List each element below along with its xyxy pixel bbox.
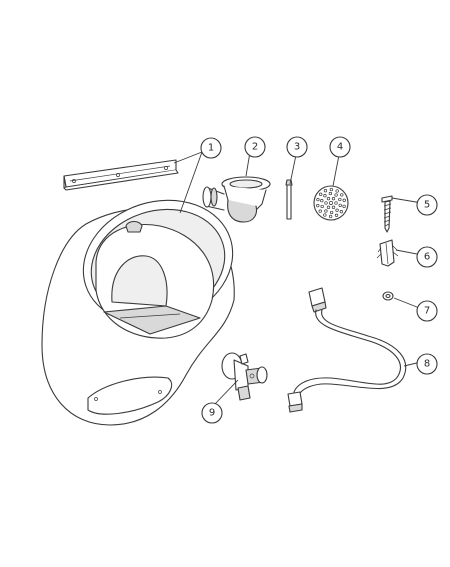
strainer-hole <box>342 204 346 208</box>
wall-plug <box>376 239 399 267</box>
strainer-hole <box>324 201 328 205</box>
callout-label: 1 <box>208 143 214 154</box>
callout-8: 8 <box>416 353 438 375</box>
callout-2: 2 <box>244 136 266 158</box>
callout-label: 7 <box>424 306 430 317</box>
callout-1: 1 <box>200 137 222 159</box>
strainer-hole <box>328 191 333 196</box>
strainer-hole <box>335 189 339 193</box>
strainer-hole <box>331 205 336 209</box>
strainer-hole <box>334 213 339 217</box>
leader-line-4 <box>332 154 340 187</box>
callout-9: 9 <box>201 402 223 424</box>
washer <box>382 291 394 301</box>
strainer-hole <box>323 213 327 217</box>
strainer <box>313 185 349 221</box>
callout-label: 3 <box>294 142 300 153</box>
angle-valve <box>221 352 268 401</box>
screw <box>381 195 393 233</box>
strainer-hole <box>334 193 338 197</box>
strainer-hole <box>323 189 328 193</box>
mounting-bracket <box>63 159 179 191</box>
callout-3: 3 <box>286 136 308 158</box>
strainer-hole <box>326 205 331 209</box>
strainer-hole <box>338 203 342 208</box>
strainer-hole <box>323 194 327 198</box>
strainer-hole <box>319 192 323 196</box>
leader-line-2 <box>245 151 251 177</box>
callout-4: 4 <box>329 136 351 158</box>
strainer-hole <box>324 209 328 213</box>
strainer-hole <box>329 187 334 192</box>
leader-lines <box>173 151 423 406</box>
callout-6: 6 <box>416 246 438 268</box>
strainer-hole <box>329 214 333 219</box>
callout-label: 6 <box>424 252 430 263</box>
siphon-trap <box>202 176 271 223</box>
callouts: 1 2 3 4 5 6 7 8 <box>200 136 438 424</box>
strainer-hole <box>331 197 336 201</box>
strainer-hole <box>316 198 320 202</box>
strainer-hole <box>338 197 342 202</box>
strainer-hole <box>320 204 324 209</box>
strainer-hole <box>326 197 331 201</box>
strainer-hole <box>335 208 339 212</box>
strainer-hole <box>318 209 322 213</box>
flexible-hose <box>287 287 407 413</box>
callout-label: 9 <box>209 408 215 419</box>
leader-line-9 <box>213 379 239 406</box>
strainer-hole <box>316 204 320 208</box>
urinal-bowl <box>41 199 235 426</box>
strainer-hole <box>329 201 333 205</box>
strainer-hole <box>329 210 334 215</box>
callout-5: 5 <box>416 194 438 216</box>
callout-label: 8 <box>424 359 430 370</box>
leader-line-3 <box>289 154 297 185</box>
strainer-hole <box>334 201 338 205</box>
strainer-hole <box>340 193 344 197</box>
callout-label: 4 <box>337 142 343 153</box>
callout-label: 5 <box>424 200 430 211</box>
strainer-hole <box>342 198 346 202</box>
callout-label: 2 <box>252 142 258 153</box>
leader-line-1 <box>179 151 203 214</box>
leader-line-1b <box>173 151 203 164</box>
strainer-hole <box>339 210 343 214</box>
callout-7: 7 <box>416 300 438 322</box>
rod <box>285 179 293 220</box>
strainer-hole <box>320 198 324 203</box>
